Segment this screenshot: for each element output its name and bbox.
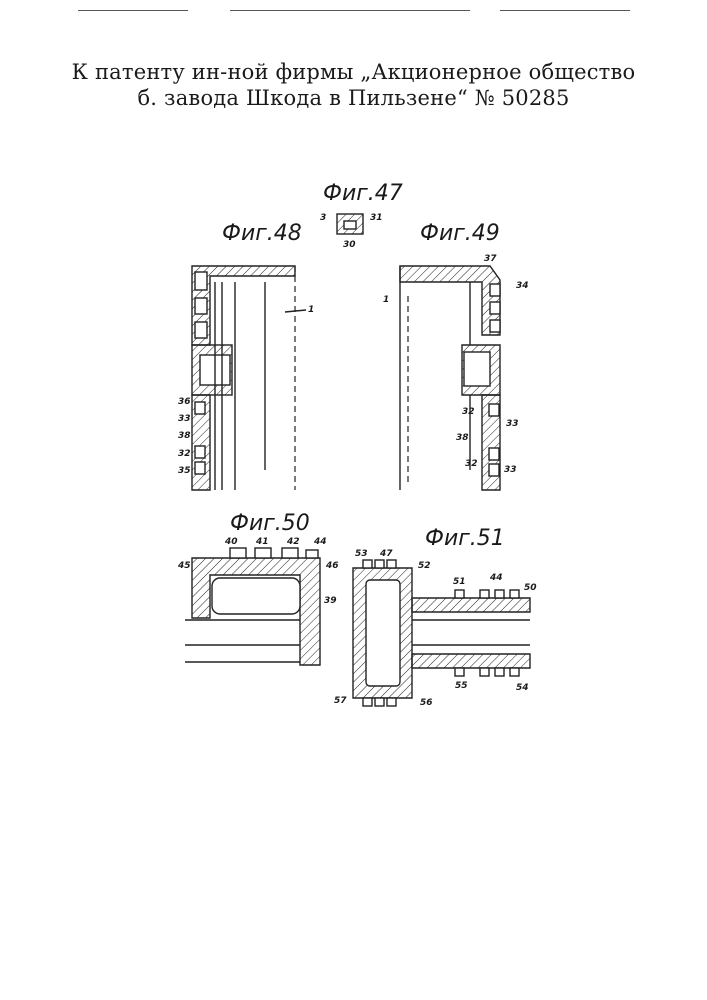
fig50-seal-40 [230, 548, 246, 558]
fig48-ref-38: 38 [178, 431, 191, 441]
fig51-ring-1 [363, 560, 372, 568]
fig49-seal-5 [489, 448, 499, 460]
fig51-ref-57: 57 [334, 696, 347, 706]
fig47-ref-30: 30 [343, 240, 356, 250]
fig51-ring-9 [495, 590, 504, 598]
fig48-ref-32: 32 [178, 449, 191, 459]
fig47-ref-3: 3 [320, 213, 326, 223]
fig51-ref-53: 53 [355, 549, 368, 559]
fig50-seal-42 [282, 548, 298, 558]
figure-51: Фиг.51 53 47 52 51 44 50 55 54 57 56 [334, 526, 537, 708]
fig48-seal-4 [195, 402, 205, 414]
fig51-ring-11 [455, 668, 464, 676]
fig51-ring-6 [387, 698, 396, 706]
fig51-ref-54: 54 [516, 683, 529, 693]
fig49-ref-1: 1 [383, 295, 389, 305]
fig50-ref-39: 39 [324, 596, 337, 606]
fig51-ref-56: 56 [420, 698, 433, 708]
fig47-insert [344, 221, 356, 229]
fig51-ring-10 [510, 590, 519, 598]
fig49-seal-2 [490, 302, 500, 314]
fig48-seal-5 [195, 446, 205, 458]
fig48-ref-35: 35 [178, 466, 191, 476]
fig47-label: Фиг.47 [323, 181, 403, 206]
fig51-ref-47: 47 [379, 549, 393, 559]
fig49-ref-32-b: 32 [465, 459, 478, 469]
fig48-leader-1 [285, 310, 306, 312]
fig50-seal-44 [306, 550, 318, 558]
fig49-ref-37: 37 [484, 254, 497, 264]
fig51-ring-13 [495, 668, 504, 676]
fig51-ring-7 [455, 590, 464, 598]
fig50-label: Фиг.50 [230, 511, 310, 536]
fig48-ref-33: 33 [178, 414, 191, 424]
fig51-ring-2 [375, 560, 384, 568]
fig51-ref-52: 52 [418, 561, 431, 571]
fig50-ref-45: 45 [177, 561, 191, 571]
fig49-seal-1 [490, 284, 500, 296]
fig48-ref-1: 1 [308, 305, 314, 315]
fig50-ref-46: 46 [325, 561, 339, 571]
fig48-seal-1 [195, 272, 207, 290]
fig49-ref-32-a: 32 [462, 407, 475, 417]
fig51-ref-44: 44 [489, 573, 503, 583]
fig51-ref-50: 50 [524, 583, 537, 593]
fig51-ref-51: 51 [453, 577, 466, 587]
fig49-top-wall [400, 266, 500, 335]
fig49-label: Фиг.49 [420, 221, 500, 246]
fig49-ref-34: 34 [516, 281, 529, 291]
fig50-ref-44: 44 [313, 537, 327, 547]
fig48-seal-3 [195, 322, 207, 338]
fig51-rotor [366, 580, 400, 686]
fig51-ring-3 [387, 560, 396, 568]
fig50-seal-41 [255, 548, 271, 558]
fig50-ref-40: 40 [224, 537, 238, 547]
fig48-ref-36: 36 [178, 397, 191, 407]
fig51-shaft-lines [412, 620, 530, 645]
fig51-ring-12 [480, 668, 489, 676]
fig51-ref-55: 55 [455, 681, 468, 691]
fig49-ref-33-b: 33 [504, 465, 517, 475]
fig51-shaft-bottom [412, 654, 530, 668]
figure-48: Фиг.48 1 36 33 38 32 35 [178, 221, 314, 490]
fig51-ring-14 [510, 668, 519, 676]
fig48-seal-2 [195, 298, 207, 314]
fig51-ring-8 [480, 590, 489, 598]
figure-47: Фиг.47 3 31 30 [320, 181, 403, 250]
fig49-seal-3 [490, 320, 500, 332]
figure-49: Фиг.49 37 34 1 32 33 38 32 33 [383, 221, 529, 490]
fig49-seal-4 [489, 404, 499, 416]
fig50-shaft-lines [185, 620, 300, 662]
fig51-label: Фиг.51 [425, 526, 505, 551]
fig51-ring-4 [363, 698, 372, 706]
figure-50: Фиг.50 40 41 42 44 45 46 39 [177, 511, 339, 665]
fig49-ref-33-a: 33 [506, 419, 519, 429]
fig48-seal-6 [195, 462, 205, 474]
fig50-cavity [212, 578, 300, 614]
fig51-shaft-top [412, 598, 530, 612]
fig49-hub-bore [464, 352, 490, 386]
fig50-ref-42: 42 [286, 537, 300, 547]
fig49-seal-6 [489, 464, 499, 476]
fig48-label: Фиг.48 [222, 221, 302, 246]
fig49-ref-38: 38 [456, 433, 469, 443]
fig50-ref-41: 41 [255, 537, 269, 547]
fig47-ref-31: 31 [370, 213, 383, 223]
fig51-ring-5 [375, 698, 384, 706]
